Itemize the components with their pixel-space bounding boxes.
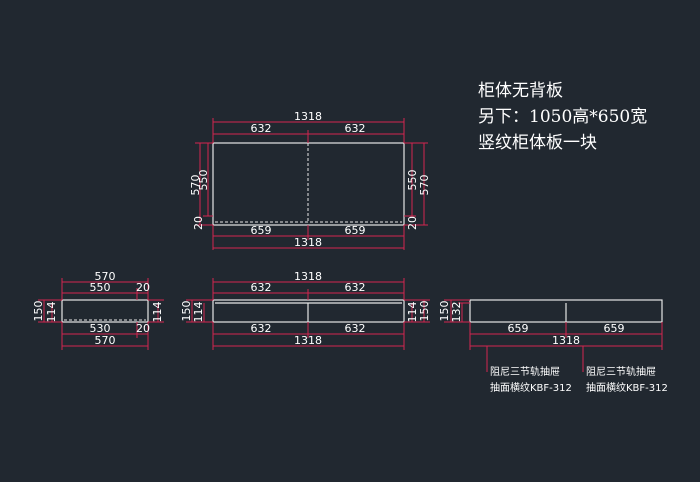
dim-line-front-top-halves [213, 130, 404, 143]
dim-front-left-inner: 550 [197, 170, 210, 191]
dim-drawer-bottom-left: 632 [251, 322, 272, 335]
dim-front-top-right: 632 [345, 122, 366, 135]
dim-line-drawer-top [212, 278, 405, 300]
note-line-3: 竖纹柜体板一块 [478, 133, 597, 153]
dim-drawer-bottom-right: 632 [345, 322, 366, 335]
dim-line-drawer-right [404, 299, 430, 323]
front-view: 1318 632 632 659 659 1318 570 [189, 110, 431, 250]
dim-face-bottom-total: 1318 [552, 334, 580, 347]
dim-line-face-bottom [469, 322, 663, 372]
dim-front-left-outer: 570 [189, 175, 202, 196]
dim-side-bottom-inner: 530 [90, 322, 111, 335]
drawer-view: 1318 632 632 632 632 1318 150 114 114 15 [180, 270, 431, 350]
dim-side-top-small: 20 [136, 281, 150, 294]
dim-side-left-outer: 150 [32, 301, 45, 322]
dim-face-bottom-right: 659 [604, 322, 625, 335]
dim-side-right-inner: 114 [151, 302, 164, 323]
dim-side-bottom-outer: 570 [95, 334, 116, 347]
dim-face-left-outer: 150 [438, 301, 451, 322]
side-outline [61, 299, 149, 323]
dim-face-bottom-left: 659 [508, 322, 529, 335]
dim-drawer-top-right: 632 [345, 281, 366, 294]
note-line-2: 另下：1050高*650宽 [478, 107, 647, 127]
dim-line-drawer-bottom [212, 322, 405, 350]
dim-line-side-right [148, 299, 164, 323]
dim-line-face-left [444, 299, 470, 323]
dim-front-left-small: 20 [192, 216, 205, 230]
dim-side-left-inner: 114 [45, 302, 58, 323]
dim-line-drawer-left [186, 299, 213, 323]
dim-drawer-left-inner: 114 [192, 302, 205, 323]
drawer-face-view: 150 132 659 659 1318 阻尼三节轨抽屉 抽面横纹KBF-312… [438, 299, 668, 394]
dim-front-right-small: 20 [406, 216, 419, 230]
dim-line-side-top [61, 278, 149, 300]
dim-front-top-left: 632 [251, 122, 272, 135]
dim-front-right-outer: 570 [418, 175, 431, 196]
dim-face-left-inner: 132 [450, 302, 463, 323]
drawer-note-2-line-1: 阻尼三节轨抽屉 [586, 365, 656, 378]
note-line-1: 柜体无背板 [478, 81, 563, 101]
dim-front-bottom-total: 1318 [294, 236, 322, 249]
dim-drawer-right-inner: 114 [406, 302, 419, 323]
dim-line-side-left [38, 299, 62, 323]
drawer-note-2-line-2: 抽面横纹KBF-312 [586, 381, 668, 394]
dim-front-right-inner: 550 [406, 170, 419, 191]
dim-line-front-top-total [212, 118, 405, 143]
dim-side-bottom-small: 20 [136, 322, 150, 335]
dim-front-bottom-left: 659 [251, 224, 272, 237]
dim-front-bottom-right: 659 [345, 224, 366, 237]
dim-side-top-inner: 550 [90, 281, 111, 294]
dim-drawer-top-left: 632 [251, 281, 272, 294]
dim-line-front-right [404, 142, 428, 226]
side-view: 570 550 20 530 20 570 150 114 114 [32, 270, 164, 350]
dim-side-top-outer: 570 [95, 270, 116, 283]
dim-line-front-left [195, 142, 213, 226]
dim-drawer-right-outer: 150 [418, 301, 431, 322]
dim-drawer-top-total: 1318 [294, 270, 322, 283]
drawer-note-1-line-1: 阻尼三节轨抽屉 [490, 365, 560, 378]
dim-line-side-bottom [61, 322, 149, 350]
dim-line-front-bottom-halves [212, 225, 405, 250]
dim-front-top-total: 1318 [294, 110, 322, 123]
dim-drawer-bottom-total: 1318 [294, 334, 322, 347]
dim-drawer-left-outer: 150 [180, 301, 193, 322]
drawer-note-1-line-2: 抽面横纹KBF-312 [490, 381, 572, 394]
